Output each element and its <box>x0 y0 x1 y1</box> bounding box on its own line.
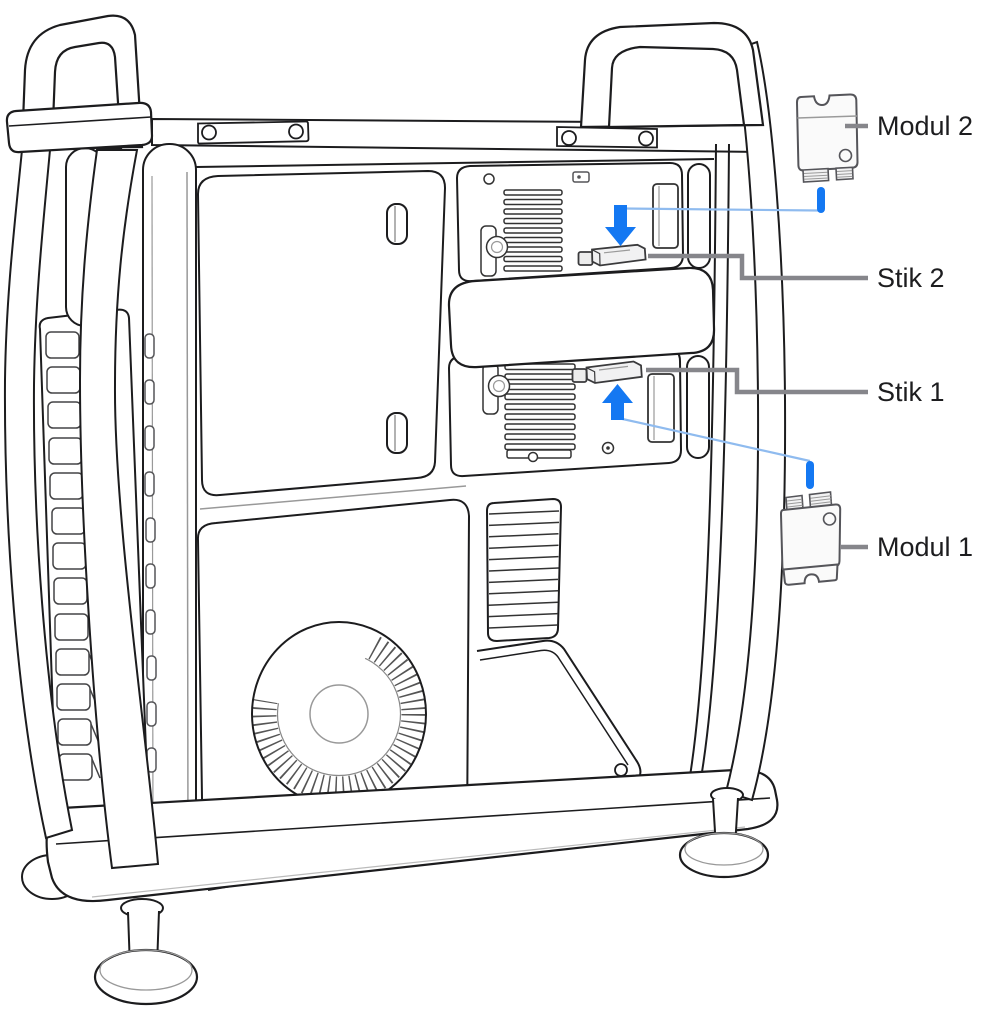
foot-right <box>678 787 770 879</box>
rear-leg-tube <box>724 40 787 802</box>
base <box>45 768 779 903</box>
screw <box>527 451 539 463</box>
chassis-front-column <box>142 143 197 881</box>
leader-stik2 <box>648 253 868 281</box>
connector-stik-1 <box>571 360 643 384</box>
label-modul-1: Modul 1 <box>877 532 974 562</box>
foot-front-left <box>93 898 199 1006</box>
ssd-cover-bar <box>447 266 716 369</box>
label-stik-2: Stik 2 <box>877 263 945 293</box>
label-stik-1: Stik 1 <box>877 377 945 407</box>
chassis-channel <box>686 163 711 459</box>
power-supply-panel <box>196 169 467 510</box>
ssd-module-1 <box>779 491 842 586</box>
arrow-up-icon <box>602 384 633 420</box>
screw <box>483 173 495 185</box>
heatsink-upper <box>503 189 563 272</box>
chassis-diagonal-fold <box>476 639 642 779</box>
leader-stik1 <box>646 367 868 395</box>
io-slot-column <box>144 333 157 773</box>
ssd-bay-upper <box>455 161 685 283</box>
heatsink-lower <box>504 363 576 459</box>
front-leg-tubes <box>3 147 160 870</box>
insert-guides <box>602 187 825 489</box>
panel-latch <box>386 203 408 454</box>
guide-line-module1 <box>617 416 811 463</box>
guide-line-module2 <box>623 207 819 212</box>
vent-grille <box>485 497 563 643</box>
connector-stik-2 <box>577 243 647 267</box>
screw <box>614 763 628 777</box>
handle-right <box>579 21 765 129</box>
ssd-bay-lower <box>447 347 683 478</box>
chassis-right-edge <box>689 143 730 785</box>
handle-cap-plate <box>5 101 154 154</box>
arrow-down-icon <box>605 205 636 246</box>
label-modul-2: Modul 2 <box>877 111 974 141</box>
leader-lines <box>646 123 868 550</box>
ssd-module-2 <box>795 93 859 183</box>
fan-hub <box>309 684 369 744</box>
